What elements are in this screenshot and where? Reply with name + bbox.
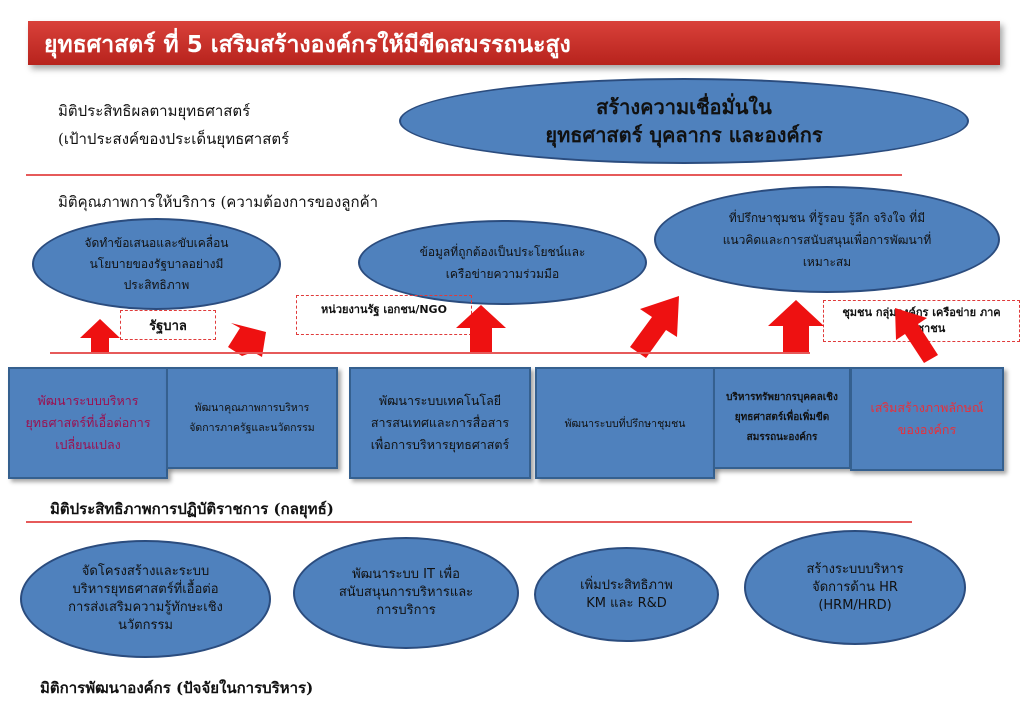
strategy-box-1: พัฒนาระบบบริหารยุทธศาสตร์ที่เอื้อต่อการเ… bbox=[8, 367, 168, 479]
development-ellipse-4: สร้างระบบบริหารจัดการด้าน HR (HRM/HRD) bbox=[744, 530, 966, 645]
divider-service bbox=[50, 352, 810, 354]
goal-line1: สร้างความเชื่อมั่นใน bbox=[596, 95, 772, 119]
arrow-up-3 bbox=[456, 305, 506, 352]
strategy-box-6: เสริมสร้างภาพลักษณ์ขององค์กร bbox=[850, 367, 1004, 471]
org-development-label: มิติการพัฒนาองค์กร (ปัจจัยในการบริหาร) bbox=[40, 679, 314, 697]
development-ellipse-1: จัดโครงสร้างและระบบบริหารยุทธศาสตร์ที่เอ… bbox=[20, 540, 271, 658]
goal-line2: ยุทธศาสตร์ บุคลากร และองค์กร bbox=[545, 123, 823, 147]
arrow-up-1 bbox=[80, 319, 120, 352]
strategy-box-5: บริหารทรัพยากรบุคคลเชิงยุทธศาสตร์เพื่อเพ… bbox=[713, 367, 851, 469]
arrow-diagonal-4 bbox=[630, 296, 679, 358]
development-ellipse-2: พัฒนาระบบ IT เพื่อสนับสนุนการบริหารและกา… bbox=[293, 537, 519, 649]
service-quality-label: มิติคุณภาพการให้บริการ (ความต้องการของลู… bbox=[58, 193, 379, 211]
arrow-diagonal-2 bbox=[228, 323, 266, 357]
service-ellipse-community: ที่ปรึกษาชุมชน ที่รู้รอบ รู้ลึก จริงใจ ท… bbox=[654, 186, 1000, 293]
divider-effectiveness bbox=[26, 174, 902, 176]
effectiveness-label-line1: มิติประสิทธิผลตามยุทธศาสตร์ bbox=[58, 102, 251, 120]
efficiency-label: มิติประสิทธิภาพการปฏิบัติราชการ (กลยุทธ์… bbox=[50, 500, 334, 518]
strategy-box-3: พัฒนาระบบเทคโนโลยีสารสนเทศและการสื่อสารเ… bbox=[349, 367, 531, 479]
strategy-box-4: พัฒนาระบบที่ปรึกษาชุมชน bbox=[535, 367, 715, 479]
effectiveness-label-line2: (เป้าประสงค์ของประเด็นยุทธศาสตร์ bbox=[58, 130, 290, 148]
stakeholder-government: รัฐบาล bbox=[120, 310, 216, 340]
development-ellipse-3: เพิ่มประสิทธิภาพ KM และ R&D bbox=[534, 547, 719, 642]
arrow-up-5 bbox=[768, 300, 824, 352]
service-ellipse-agencies: ข้อมูลที่ถูกต้องเป็นประโยชน์และเครือข่าย… bbox=[358, 220, 647, 305]
arrow-diagonal-6 bbox=[895, 308, 938, 363]
title-bar bbox=[28, 21, 1000, 65]
slide-title: ยุทธศาสตร์ ที่ 5 เสริมสร้างองค์กรให้มีขี… bbox=[44, 32, 571, 58]
divider-efficiency bbox=[26, 521, 912, 523]
service-ellipse-government: จัดทำข้อเสนอและขับเคลื่อนนโยบายของรัฐบาล… bbox=[32, 218, 281, 310]
strategy-box-2: พัฒนาคุณภาพการบริหารจัดการภาครัฐและนวัตก… bbox=[166, 367, 338, 469]
goal-ellipse: สร้างความเชื่อมั่นใน ยุทธศาสตร์ บุคลากร … bbox=[399, 78, 969, 164]
